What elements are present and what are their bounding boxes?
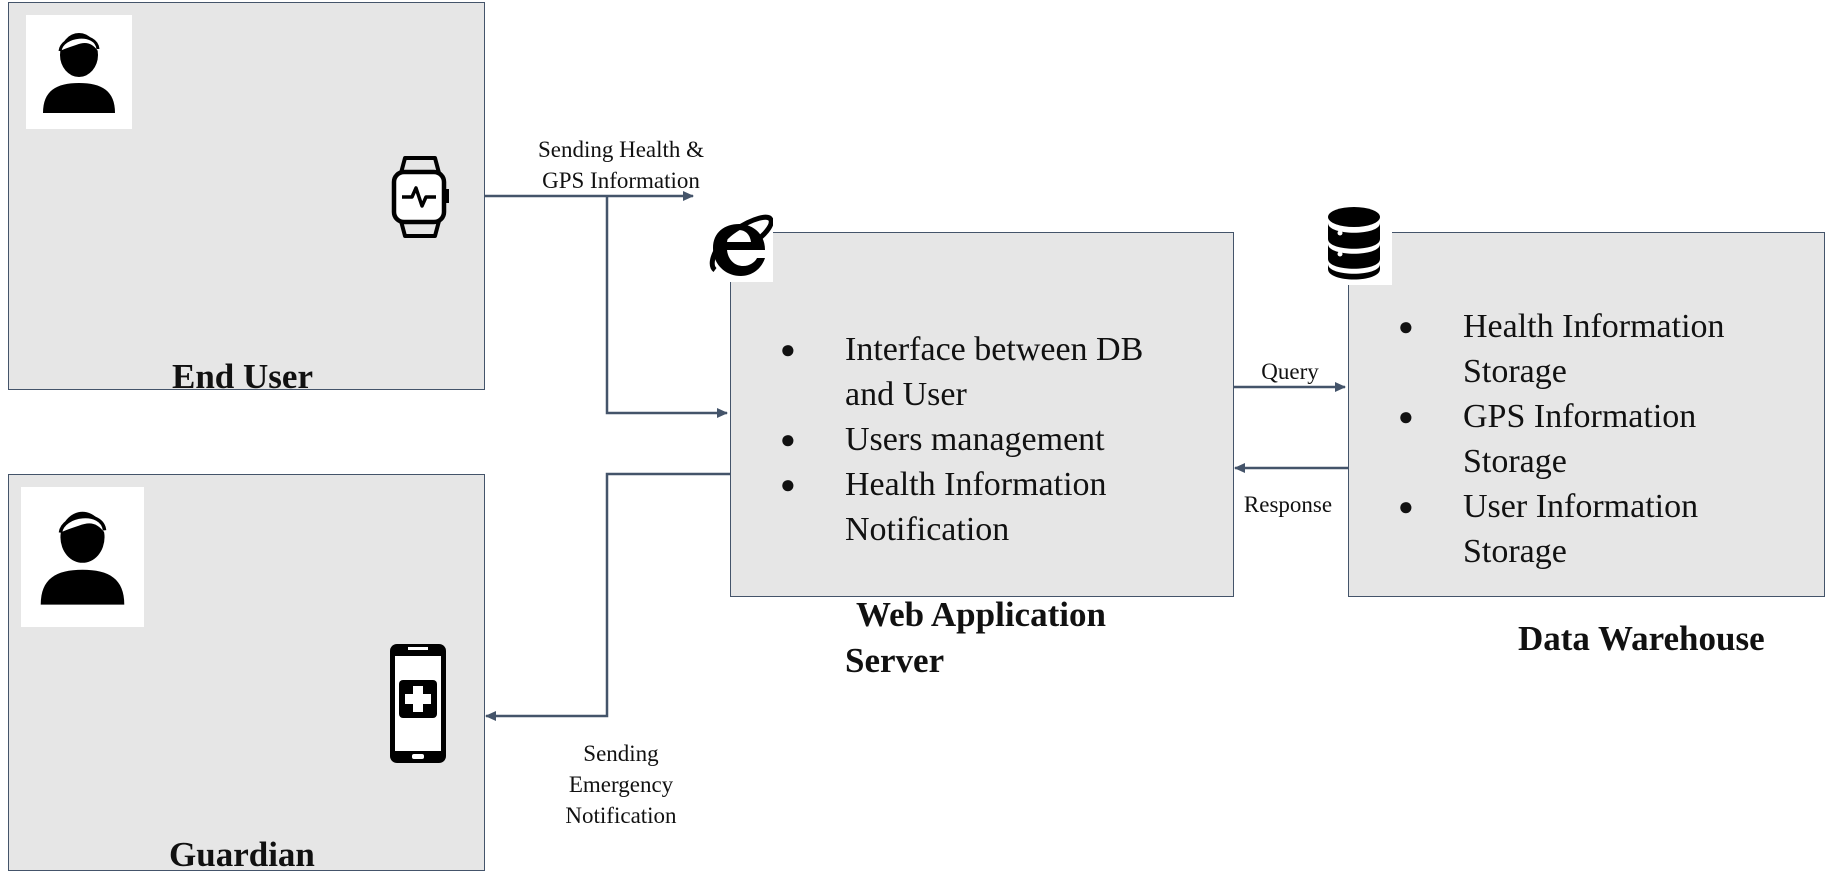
item-line: and User (845, 376, 967, 413)
title-line: Web Application (856, 595, 1106, 634)
health-gps-label: Sending Health & GPS Information (520, 134, 722, 196)
database-icon (1320, 203, 1392, 285)
medical-phone-icon (388, 642, 448, 765)
internet-explorer-icon (705, 212, 774, 282)
health-to-server-arrow (605, 196, 728, 418)
item-line: Storage (1463, 353, 1567, 390)
label-line: Emergency (568, 772, 674, 797)
item-line: Health Information (845, 466, 1107, 503)
label-line: Sending Health & (537, 137, 705, 162)
bullet: ● (780, 335, 796, 364)
item-line: Users management (845, 421, 1105, 458)
title-line: Server (845, 640, 945, 680)
person-icon (43, 33, 115, 113)
item-line: Interface between DB (845, 331, 1144, 368)
emergency-label: Sending Emergency Notification (550, 738, 692, 831)
data-warehouse-box (1348, 232, 1825, 597)
web-server-title: Web Application Server (845, 592, 1106, 683)
web-server-box (730, 232, 1234, 597)
label-line: GPS Information (542, 168, 700, 193)
label-line: Notification (565, 803, 677, 828)
item-line: User Information (1463, 488, 1699, 525)
item-line: Health Information (1463, 308, 1725, 345)
emergency-arrow (485, 472, 730, 721)
bullet: ● (780, 470, 796, 499)
end-user-avatar (26, 15, 132, 129)
response-label: Response (1243, 492, 1333, 517)
label-line: Sending (583, 741, 659, 766)
guardian-avatar (21, 487, 144, 627)
item-line: Storage (1463, 533, 1567, 570)
bullet: ● (1398, 402, 1414, 431)
query-label: Query (1261, 359, 1319, 384)
smartwatch-icon (390, 155, 450, 239)
item-line: Storage (1463, 443, 1567, 480)
bullet: ● (1398, 492, 1414, 521)
data-warehouse-title: Data Warehouse (1518, 619, 1765, 658)
guardian-title: Guardian (169, 835, 315, 874)
person-icon (40, 511, 125, 605)
bullet: ● (1398, 312, 1414, 341)
item-line: GPS Information (1463, 398, 1697, 435)
end-user-title: End User (172, 357, 313, 396)
item-line: Notification (845, 511, 1010, 548)
bullet: ● (780, 425, 796, 454)
